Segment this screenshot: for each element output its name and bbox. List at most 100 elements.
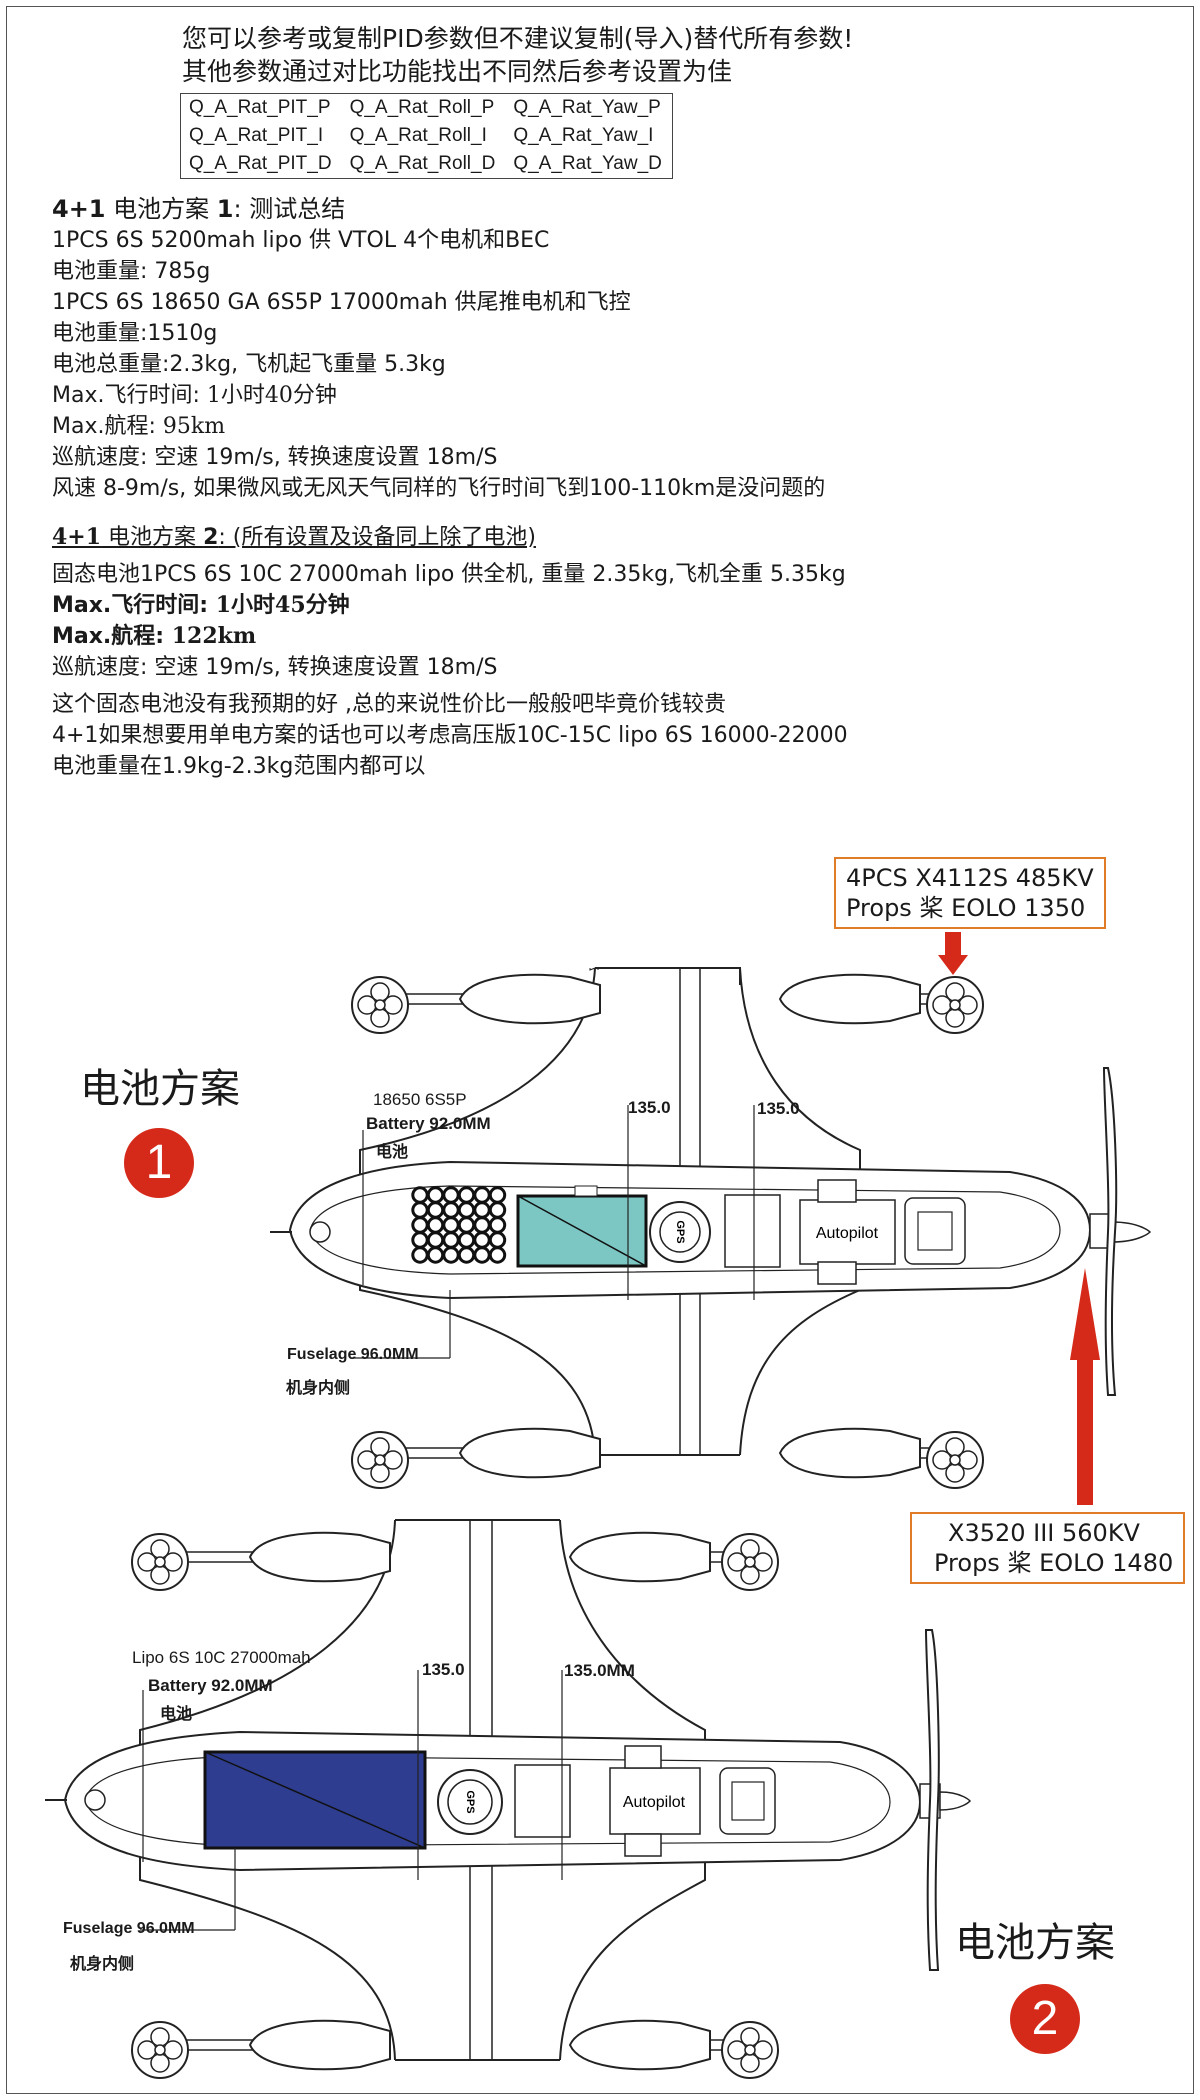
note-line-2: 其他参数通过对比功能找出不同然后参考设置为佳 — [182, 57, 733, 86]
battery-cell — [488, 1231, 507, 1249]
battery-cell — [442, 1201, 460, 1219]
battery-cell — [473, 1231, 491, 1249]
d2-dimension-a: 135.0 — [422, 1660, 465, 1679]
plan2-line: 这个固态电池没有我预期的好 ,总的来说性价比一般般吧毕竟价钱较贵 — [52, 692, 726, 717]
autopilot-label-1: Autopilot — [816, 1225, 879, 1242]
flight-time-label: Max.飞行时间: — [52, 593, 216, 618]
d2-fuselage-dimension: Fuselage 96.0MM — [63, 1920, 195, 1937]
range-value: 95km — [162, 414, 226, 439]
pusher-spec-line-2: Props 桨 EOLO 1480 — [934, 1549, 1174, 1577]
motor-spec-line-1: 4PCS X4112S 485KV — [846, 864, 1094, 892]
plan1-section: 4+1 电池方案 1: 测试总结 1PCS 6S 5200mah lipo 供 … — [52, 194, 825, 504]
table-cell: Q_A_Rat_Yaw_D — [513, 153, 662, 174]
motor-spec-line-2: Props 桨 EOLO 1350 — [846, 894, 1086, 922]
plan1-title: 4+1 电池方案 1: 测试总结 — [52, 194, 825, 225]
plan1-line: 1PCS 6S 18650 GA 6S5P 17000mah 供尾推电机和飞控 — [52, 290, 631, 315]
battery-cell — [442, 1216, 460, 1234]
d1-dimension-a: 135.0 — [628, 1098, 671, 1117]
d2-fuselage-cn-label: 机身内侧 — [70, 1956, 135, 1973]
table-cell: Q_A_Rat_Yaw_I — [513, 125, 654, 146]
plan1-line: 电池重量:1510g — [52, 321, 218, 346]
plan1-title-prefix: 4+1 — [52, 195, 106, 223]
battery-cell — [411, 1231, 429, 1249]
plan2-title-text: 电池方案 — [101, 525, 204, 550]
plan1-flight-time: Max.飞行时间: 1小时40分钟 — [52, 380, 825, 411]
d1-fuselage-dimension: Fuselage 96.0MM — [287, 1346, 419, 1363]
parameter-note: 您可以参考或复制PID参数但不建议复制(导入)替代所有参数! 其他参数通过对比功… — [182, 22, 853, 88]
table-cell: Q_A_Rat_Roll_D — [349, 153, 496, 174]
battery-cell — [457, 1231, 476, 1249]
d2-battery-dimension: Battery 92.0MM — [148, 1676, 273, 1695]
d2-battery-cn-label: 电池 — [160, 1706, 193, 1723]
plan1-line: 电池重量: 785g — [52, 259, 211, 284]
scheme-2-number-badge: 2 — [1010, 1984, 1080, 2054]
range-label: Max.航程: — [52, 624, 172, 649]
flight-time-label: Max.飞行时间: — [52, 383, 207, 408]
pusher-spec-line-1: X3520 III 560KV — [948, 1519, 1140, 1547]
battery-cell — [411, 1201, 429, 1219]
battery-cell — [488, 1246, 507, 1264]
scheme-2-title: 电池方案 — [955, 1920, 1115, 1966]
flight-time-value: 1小时40分钟 — [206, 383, 337, 408]
gps-label-2: GPS — [464, 1790, 476, 1813]
aircraft-2-drawing: GPS Autopilot — [45, 1519, 972, 2079]
battery-cell — [442, 1231, 460, 1249]
plan1-line: 1PCS 6S 5200mah lipo 供 VTOL 4个电机和BEC — [52, 228, 550, 253]
table-row: Q_A_Rat_PIT_D Q_A_Rat_Roll_D Q_A_Rat_Yaw… — [181, 150, 673, 179]
plan1-title-suffix: : 测试总结 — [233, 195, 346, 223]
plan2-section: 4+1 电池方案 2: (所有设置及设备同上除了电池) 固态电池1PCS 6S … — [52, 522, 848, 782]
battery-cell — [411, 1186, 429, 1204]
battery-cell — [457, 1246, 476, 1264]
table-cell: Q_A_Rat_PIT_P — [189, 97, 331, 118]
plan2-title-prefix: 4+1 — [52, 524, 102, 550]
battery-cells-18650 — [411, 1186, 507, 1264]
battery-cell — [426, 1246, 445, 1264]
scheme-1-number-badge: 1 — [124, 1128, 194, 1198]
battery-cell — [488, 1201, 507, 1219]
plan2-title-number: 2 — [203, 525, 219, 550]
battery-cell — [426, 1216, 445, 1234]
battery-cell — [442, 1186, 460, 1204]
plan1-title-number: 1 — [216, 195, 234, 223]
battery-cell — [473, 1246, 491, 1264]
motor-spec-label: 4PCS X4112S 485KV Props 桨 EOLO 1350 — [834, 857, 1106, 929]
table-cell: Q_A_Rat_Yaw_P — [513, 97, 661, 118]
pid-parameter-table: Q_A_Rat_PIT_P Q_A_Rat_Roll_P Q_A_Rat_Yaw… — [180, 93, 673, 179]
range-value: 122km — [171, 623, 257, 649]
battery-cell — [473, 1186, 491, 1204]
plan2-line: 固态电池1PCS 6S 10C 27000mah lipo 供全机, 重量 2.… — [52, 562, 846, 587]
d1-battery-type-label: 18650 6S5P — [373, 1090, 467, 1109]
battery-cell — [411, 1246, 429, 1264]
aircraft-1-drawing: GPS Autopilot — [270, 932, 1152, 1505]
pusher-motor-spec-label: X3520 III 560KV Props 桨 EOLO 1480 — [910, 1512, 1186, 1584]
plan2-range: Max.航程: 122km — [52, 621, 848, 652]
table-row: Q_A_Rat_PIT_P Q_A_Rat_Roll_P Q_A_Rat_Yaw… — [181, 94, 673, 123]
table-cell: Q_A_Rat_Roll_P — [349, 97, 495, 118]
battery-cell — [457, 1216, 476, 1234]
battery-cell — [473, 1216, 491, 1234]
plan2-line: 巡航速度: 空速 19m/s, 转换速度设置 18m/S — [52, 655, 498, 680]
plan1-range: Max.航程: 95km — [52, 411, 825, 442]
note-line-1: 您可以参考或复制PID参数但不建议复制(导入)替代所有参数! — [182, 24, 854, 53]
table-cell: Q_A_Rat_PIT_I — [189, 125, 324, 146]
battery-cell — [426, 1186, 445, 1204]
battery-cell — [426, 1231, 445, 1249]
battery-cell — [457, 1186, 476, 1204]
plan1-line: 电池总重量:2.3kg, 飞机起飞重量 5.3kg — [52, 352, 446, 377]
battery-cell — [426, 1201, 445, 1219]
plan2-flight-time: Max.飞行时间: 1小时45分钟 — [52, 590, 848, 621]
d1-battery-dimension: Battery 92.0MM — [366, 1114, 491, 1133]
battery-cell — [488, 1216, 507, 1234]
plan2-line: 电池重量在1.9kg-2.3kg范围内都可以 — [52, 754, 426, 779]
autopilot-box-2 — [609, 1767, 701, 1835]
gps-label-1: GPS — [674, 1220, 686, 1243]
autopilot-label-2: Autopilot — [623, 1794, 686, 1811]
battery-cell — [457, 1201, 476, 1219]
battery-cell — [411, 1216, 429, 1234]
battery-cell — [488, 1186, 507, 1204]
d2-dimension-b: 135.0MM — [564, 1661, 635, 1680]
page-frame — [6, 6, 1194, 2094]
d1-dimension-b: 135.0 — [757, 1099, 800, 1118]
flight-time-value: 1小时45分钟 — [215, 592, 350, 618]
